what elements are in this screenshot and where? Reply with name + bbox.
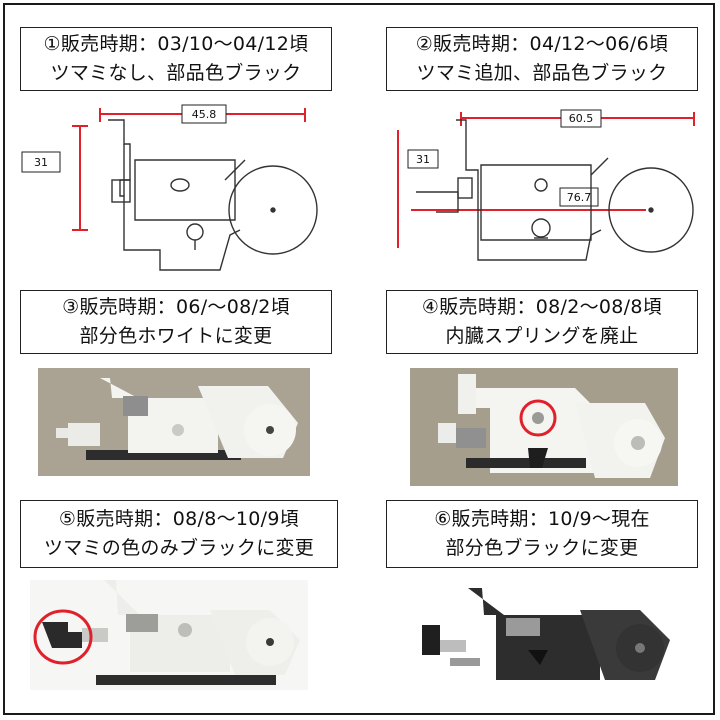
- panel-6-line2: 部分色ブラックに変更: [445, 537, 639, 559]
- panel-1-line2: ツマミなし、部品色ブラック: [50, 62, 302, 84]
- panel-5-label: ⑤販売時期：08/8〜10/9頃 ツマミの色のみブラックに変更: [20, 500, 338, 568]
- panel-2-inner-dim-box: [559, 187, 599, 207]
- panel-5-photo: [30, 580, 308, 690]
- panel-4-label: ④販売時期：08/2〜08/8頃 内臓スプリングを廃止: [386, 290, 698, 354]
- panel-4-line1: ④販売時期：08/2〜08/8頃: [421, 296, 663, 318]
- panel-1-drawing: 45.8 31: [20, 100, 340, 280]
- panel-2-width-dim-box: [560, 109, 602, 128]
- panel-5-line2: ツマミの色のみブラックに変更: [43, 537, 315, 559]
- panel-2-label: ②販売時期：04/12〜06/6頃 ツマミ追加、部品色ブラック: [386, 27, 698, 91]
- panel-3-line1: ③販売時期：06/〜08/2頃: [62, 296, 290, 318]
- panel-1-height-dim-box: [21, 151, 61, 173]
- panel-6-line1: ⑥販売時期：10/9〜現在: [434, 508, 650, 530]
- panel-2-height-dim: 31: [416, 153, 430, 166]
- panel-3-label: ③販売時期：06/〜08/2頃 部分色ホワイトに変更: [20, 290, 332, 354]
- page-frame: [3, 3, 715, 715]
- panel-4-line2: 内臓スプリングを廃止: [445, 325, 639, 347]
- panel-1-width-dim-box: [181, 104, 227, 124]
- panel-6-photo: [410, 580, 682, 692]
- panel-2-line1: ②販売時期：04/12〜06/6頃: [415, 33, 669, 55]
- panel-6-label: ⑥販売時期：10/9〜現在 部分色ブラックに変更: [386, 500, 698, 568]
- panel-1-line1: ①販売時期：03/10〜04/12頃: [43, 33, 309, 55]
- panel-4-photo: [410, 368, 678, 486]
- panel-5-line1: ⑤販売時期：08/8〜10/9頃: [58, 508, 300, 530]
- panel-5-highlight-circle: [33, 609, 93, 665]
- panel-3-photo: [38, 368, 310, 476]
- panel-2-line2: ツマミ追加、部品色ブラック: [416, 62, 668, 84]
- panel-2-inner-dim: 76.7: [567, 191, 592, 204]
- panel-2-height-dim-box: [407, 149, 439, 169]
- panel-3-line2: 部分色ホワイトに変更: [79, 325, 273, 347]
- panel-1-height-dim: 31: [34, 156, 48, 169]
- panel-2-drawing: 60.5 31 76.7: [386, 100, 706, 280]
- panel-2-width-dim: 60.5: [569, 112, 594, 125]
- panel-1-label: ①販売時期：03/10〜04/12頃 ツマミなし、部品色ブラック: [20, 27, 332, 91]
- panel-4-highlight-circle: [519, 399, 557, 437]
- panel-1-width-dim: 45.8: [192, 108, 217, 121]
